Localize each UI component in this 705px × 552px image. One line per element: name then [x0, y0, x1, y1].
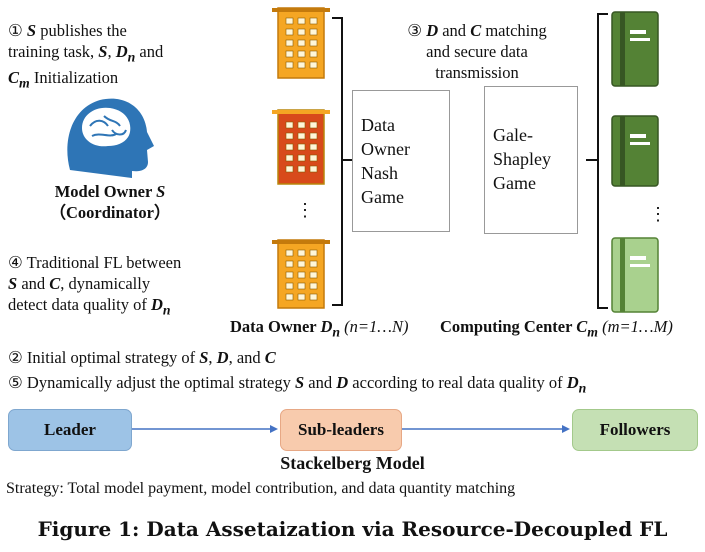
model-owner-label: Model Owner S （Coordinator）	[49, 182, 171, 222]
building-window	[285, 39, 294, 47]
computing-center-label: Computing Center Cm (m=1…M)	[440, 317, 673, 340]
building-window	[285, 17, 294, 25]
building-window	[297, 271, 306, 279]
building-window	[285, 249, 294, 257]
building-window	[297, 293, 306, 301]
building-window	[285, 282, 294, 290]
building-window	[285, 132, 294, 140]
strategy-text: Strategy: Total model payment, model con…	[6, 480, 516, 497]
building-window	[309, 249, 318, 257]
building-window	[309, 165, 318, 173]
data-owner-nash-game-box: Data Owner Nash Game	[352, 90, 450, 232]
building-window	[297, 17, 306, 25]
flow-arrows	[132, 425, 570, 433]
building-window	[309, 39, 318, 47]
step-3-text: ③ D and C matching and secure data trans…	[407, 21, 547, 82]
building-window	[285, 28, 294, 36]
building-window	[297, 50, 306, 58]
sub-leaders-box: Sub-leaders	[280, 409, 402, 451]
building-window	[309, 154, 318, 162]
step-4-text: ④ Traditional FL between S and C, dynami…	[8, 253, 182, 318]
step-5-text: ⑤ Dynamically adjust the optimal strateg…	[8, 373, 587, 396]
book-icon-1	[611, 11, 659, 87]
building-window	[297, 61, 306, 69]
building-window	[297, 132, 306, 140]
stackelberg-model-title: Stackelberg Model	[280, 453, 425, 473]
building-window	[309, 282, 318, 290]
building-window	[297, 28, 306, 36]
gale-shapley-game-box: Gale- Shapley Game	[484, 86, 578, 234]
building-window	[297, 121, 306, 129]
building-window	[309, 121, 318, 129]
building-window	[297, 39, 306, 47]
building-window	[297, 165, 306, 173]
book-icon-2	[611, 115, 659, 187]
building-window	[309, 50, 318, 58]
data-owner-label: Data Owner Dn (n=1…N)	[230, 317, 409, 340]
building-window	[309, 132, 318, 140]
figure-caption: Figure 1: Data Assetaization via Resourc…	[37, 517, 668, 541]
building-window	[285, 143, 294, 151]
building-window	[285, 50, 294, 58]
computing-center-ellipsis: ⋮	[649, 204, 667, 225]
followers-box: Followers	[572, 409, 698, 451]
building-window	[285, 61, 294, 69]
building-window	[297, 143, 306, 151]
leader-box: Leader	[8, 409, 132, 451]
building-window	[285, 154, 294, 162]
building-window	[309, 260, 318, 268]
building-window	[309, 28, 318, 36]
building-window	[285, 271, 294, 279]
building-window	[297, 260, 306, 268]
computing-center-bracket	[586, 13, 608, 309]
head-brain-icon	[67, 98, 154, 178]
building-window	[285, 121, 294, 129]
building-window	[309, 61, 318, 69]
step-1-text: ① S publishes the training task, S, Dn a…	[8, 21, 164, 91]
building-window	[297, 154, 306, 162]
data-owner-ellipsis: ⋮	[296, 200, 314, 221]
building-window	[297, 249, 306, 257]
building-window	[285, 260, 294, 268]
data-owner-bracket	[332, 17, 352, 306]
building-window	[297, 282, 306, 290]
building-window	[309, 293, 318, 301]
book-icon-3	[611, 237, 659, 313]
building-window	[309, 271, 318, 279]
step-2-text: ② Initial optimal strategy of S, D, and …	[8, 348, 276, 367]
building-window	[309, 17, 318, 25]
building-window	[285, 293, 294, 301]
building-window	[309, 143, 318, 151]
building-window	[285, 165, 294, 173]
